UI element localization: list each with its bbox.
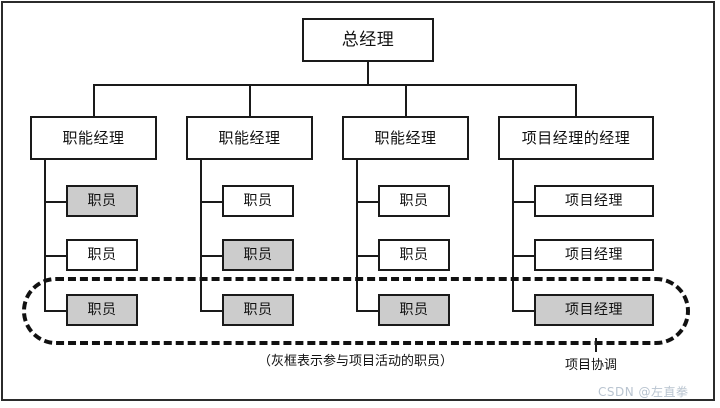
connector-drop-col1 bbox=[93, 84, 95, 116]
connector-stub-c3-r3 bbox=[356, 310, 378, 312]
node-staff-c3-r3: 职员 bbox=[378, 294, 450, 326]
connector-stub-c1-r1 bbox=[44, 201, 66, 203]
node-staff-c3-r1: 职员 bbox=[378, 185, 450, 217]
connector-bus bbox=[93, 84, 575, 86]
figure-caption: （灰框表示参与项目活动的职员） bbox=[258, 354, 454, 369]
connector-spine-col1 bbox=[44, 160, 46, 310]
connector-drop-col2 bbox=[249, 84, 251, 116]
connector-stub-c4-r2 bbox=[512, 255, 534, 257]
node-staff-c1-r3: 职员 bbox=[66, 294, 138, 326]
connector-spine-col3 bbox=[356, 160, 358, 310]
node-general-manager: 总经理 bbox=[302, 18, 434, 62]
connector-drop-col4 bbox=[575, 84, 577, 116]
node-project-manager-c4-r1: 项目经理 bbox=[534, 185, 654, 217]
connector-stub-c2-r2 bbox=[200, 255, 222, 257]
connector-stub-c4-r1 bbox=[512, 201, 534, 203]
node-project-manager-c4-r3: 项目经理 bbox=[534, 294, 654, 326]
node-staff-c1-r2: 职员 bbox=[66, 239, 138, 271]
connector-stub-c4-r3 bbox=[512, 310, 534, 312]
connector-stub-c3-r2 bbox=[356, 255, 378, 257]
node-functional-manager-3: 职能经理 bbox=[342, 116, 469, 160]
connector-spine-col2 bbox=[200, 160, 202, 310]
connector-stub-c3-r1 bbox=[356, 201, 378, 203]
node-functional-manager-1: 职能经理 bbox=[30, 116, 157, 160]
connector-coordination-leader bbox=[595, 338, 597, 352]
node-staff-c3-r2: 职员 bbox=[378, 239, 450, 271]
connector-stub-c2-r1 bbox=[200, 201, 222, 203]
connector-spine-col4 bbox=[512, 160, 514, 310]
node-project-manager-c4-r2: 项目经理 bbox=[534, 239, 654, 271]
connector-stub-c1-r2 bbox=[44, 255, 66, 257]
project-team-boundary bbox=[22, 277, 690, 345]
watermark: CSDN @左直拳 bbox=[598, 385, 689, 399]
node-staff-c2-r2: 职员 bbox=[222, 239, 294, 271]
connector-top-stem bbox=[367, 62, 369, 84]
connector-stub-c2-r3 bbox=[200, 310, 222, 312]
connector-drop-col3 bbox=[405, 84, 407, 116]
project-coordination-label: 项目协调 bbox=[565, 358, 618, 373]
node-functional-manager-2: 职能经理 bbox=[186, 116, 313, 160]
node-manager-of-project-managers: 项目经理的经理 bbox=[498, 116, 654, 160]
node-staff-c2-r3: 职员 bbox=[222, 294, 294, 326]
node-staff-c2-r1: 职员 bbox=[222, 185, 294, 217]
node-staff-c1-r1: 职员 bbox=[66, 185, 138, 217]
